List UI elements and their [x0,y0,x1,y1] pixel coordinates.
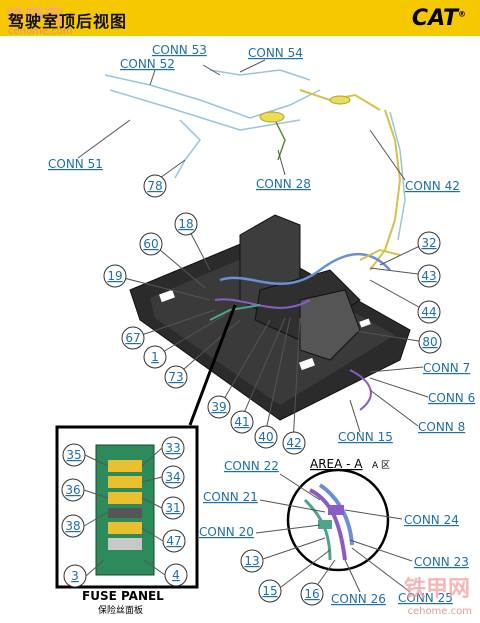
conn-26-label: CONN 26 [331,592,386,606]
callout-16: 16 [300,582,324,606]
callout-15: 15 [258,579,282,603]
svg-text:13: 13 [244,554,259,568]
callout-60: 60 [139,232,163,256]
fuse-callout-4: 4 [164,563,188,587]
svg-text:60: 60 [143,237,158,251]
svg-text:34: 34 [165,470,180,484]
svg-text:16: 16 [304,587,319,601]
conn-25-label: CONN 25 [398,591,453,605]
conn-23-label: CONN 23 [414,555,469,569]
svg-text:18: 18 [178,217,193,231]
callout-78: 78 [143,174,167,198]
callout-73: 73 [164,365,188,389]
svg-text:47: 47 [166,534,181,548]
conn-15-label: CONN 15 [338,430,393,444]
cat-logo: CAT® [411,6,466,31]
fuse-callout-47: 47 [162,529,186,553]
operator-seat [239,214,361,361]
callout-41: 41 [230,410,254,434]
callout-13: 13 [240,549,264,573]
svg-text:15: 15 [262,584,277,598]
callout-1: 1 [143,345,167,369]
conn-53-label: CONN 53 [152,43,207,57]
svg-text:19: 19 [107,269,122,283]
cab-harness [209,248,401,411]
callout-80: 80 [418,330,442,354]
fuse-callout-38: 38 [61,514,85,538]
main-callouts: 78 18 60 19 67 1 73 39 41 40 42 32 43 44… [103,174,442,455]
watermark-url: cehome.com [8,26,73,37]
fuse-panel-subtitle: 保险丝面板 [98,604,143,616]
fuse-callout-34: 34 [161,465,185,489]
callout-44: 44 [417,300,441,324]
fuse-callout-3: 3 [63,564,87,588]
leader-lines [77,59,429,444]
svg-text:67: 67 [125,331,140,345]
header-bar [0,0,480,36]
callout-39: 39 [207,395,231,419]
svg-text:43: 43 [421,269,436,283]
callout-67: 67 [121,326,145,350]
svg-text:78: 78 [147,179,162,193]
conn-24-label: CONN 24 [404,513,459,527]
fuse-panel-inset: 35 33 36 34 31 38 47 3 4 FUSE PANEL 保险丝面… [55,304,237,616]
conn-51-label: CONN 51 [48,157,103,171]
svg-text:31: 31 [165,501,180,515]
svg-text:73: 73 [168,370,183,384]
svg-text:36: 36 [65,483,80,497]
area-a-label: AREA - A [310,457,363,471]
fuse-callout-33: 33 [161,436,185,460]
fuse-callout-36: 36 [61,478,85,502]
svg-text:39: 39 [211,400,226,414]
svg-text:42: 42 [286,436,301,450]
svg-text:44: 44 [421,305,436,319]
conn-42-label: CONN 42 [405,179,460,193]
callout-40: 40 [254,425,278,449]
fuse-callout-35: 35 [62,443,86,467]
conn-22-label: CONN 22 [224,459,279,473]
area-a-sub-label: A 区 [372,460,390,471]
svg-text:33: 33 [165,441,180,455]
fuse-callout-31: 31 [161,496,185,520]
conn-6-label: CONN 6 [428,391,475,405]
conn-8-label: CONN 8 [418,420,465,434]
page-title: 驾驶室顶后视图 [8,12,128,31]
connector-labels: CONN 53 CONN 54 CONN 52 CONN 51 CONN 28 … [48,43,475,444]
callout-18: 18 [174,212,198,236]
conn-21-label: CONN 21 [203,490,258,504]
speaker-icon [329,95,351,105]
callout-32: 32 [417,231,441,255]
watermark-text: 铁甲网 [6,6,64,28]
conn-7-label: CONN 7 [423,361,470,375]
svg-text:1: 1 [151,350,159,364]
dome-light-icon [259,111,285,123]
svg-text:40: 40 [258,430,273,444]
conn-28-label: CONN 28 [256,177,311,191]
area-a-inset: AREA - A A 区 CONN 22 CONN 21 CONN 20 CON… [199,457,469,606]
svg-text:32: 32 [421,236,436,250]
svg-text:38: 38 [65,519,80,533]
svg-text:80: 80 [422,335,437,349]
callout-43: 43 [417,264,441,288]
fuse-panel-title: FUSE PANEL [82,589,164,603]
svg-text:35: 35 [66,448,81,462]
roof-harness [104,69,406,271]
conn-52-label: CONN 52 [120,57,175,71]
footer-watermark: 铁甲网 [403,577,470,602]
svg-text:41: 41 [234,415,249,429]
footer-watermark-url: cehome.com [407,606,472,617]
callout-42: 42 [282,431,306,455]
svg-text:3: 3 [71,569,79,583]
conn-54-label: CONN 54 [248,46,303,60]
svg-text:4: 4 [172,568,180,582]
conn-20-label: CONN 20 [199,525,254,539]
callout-19: 19 [103,264,127,288]
